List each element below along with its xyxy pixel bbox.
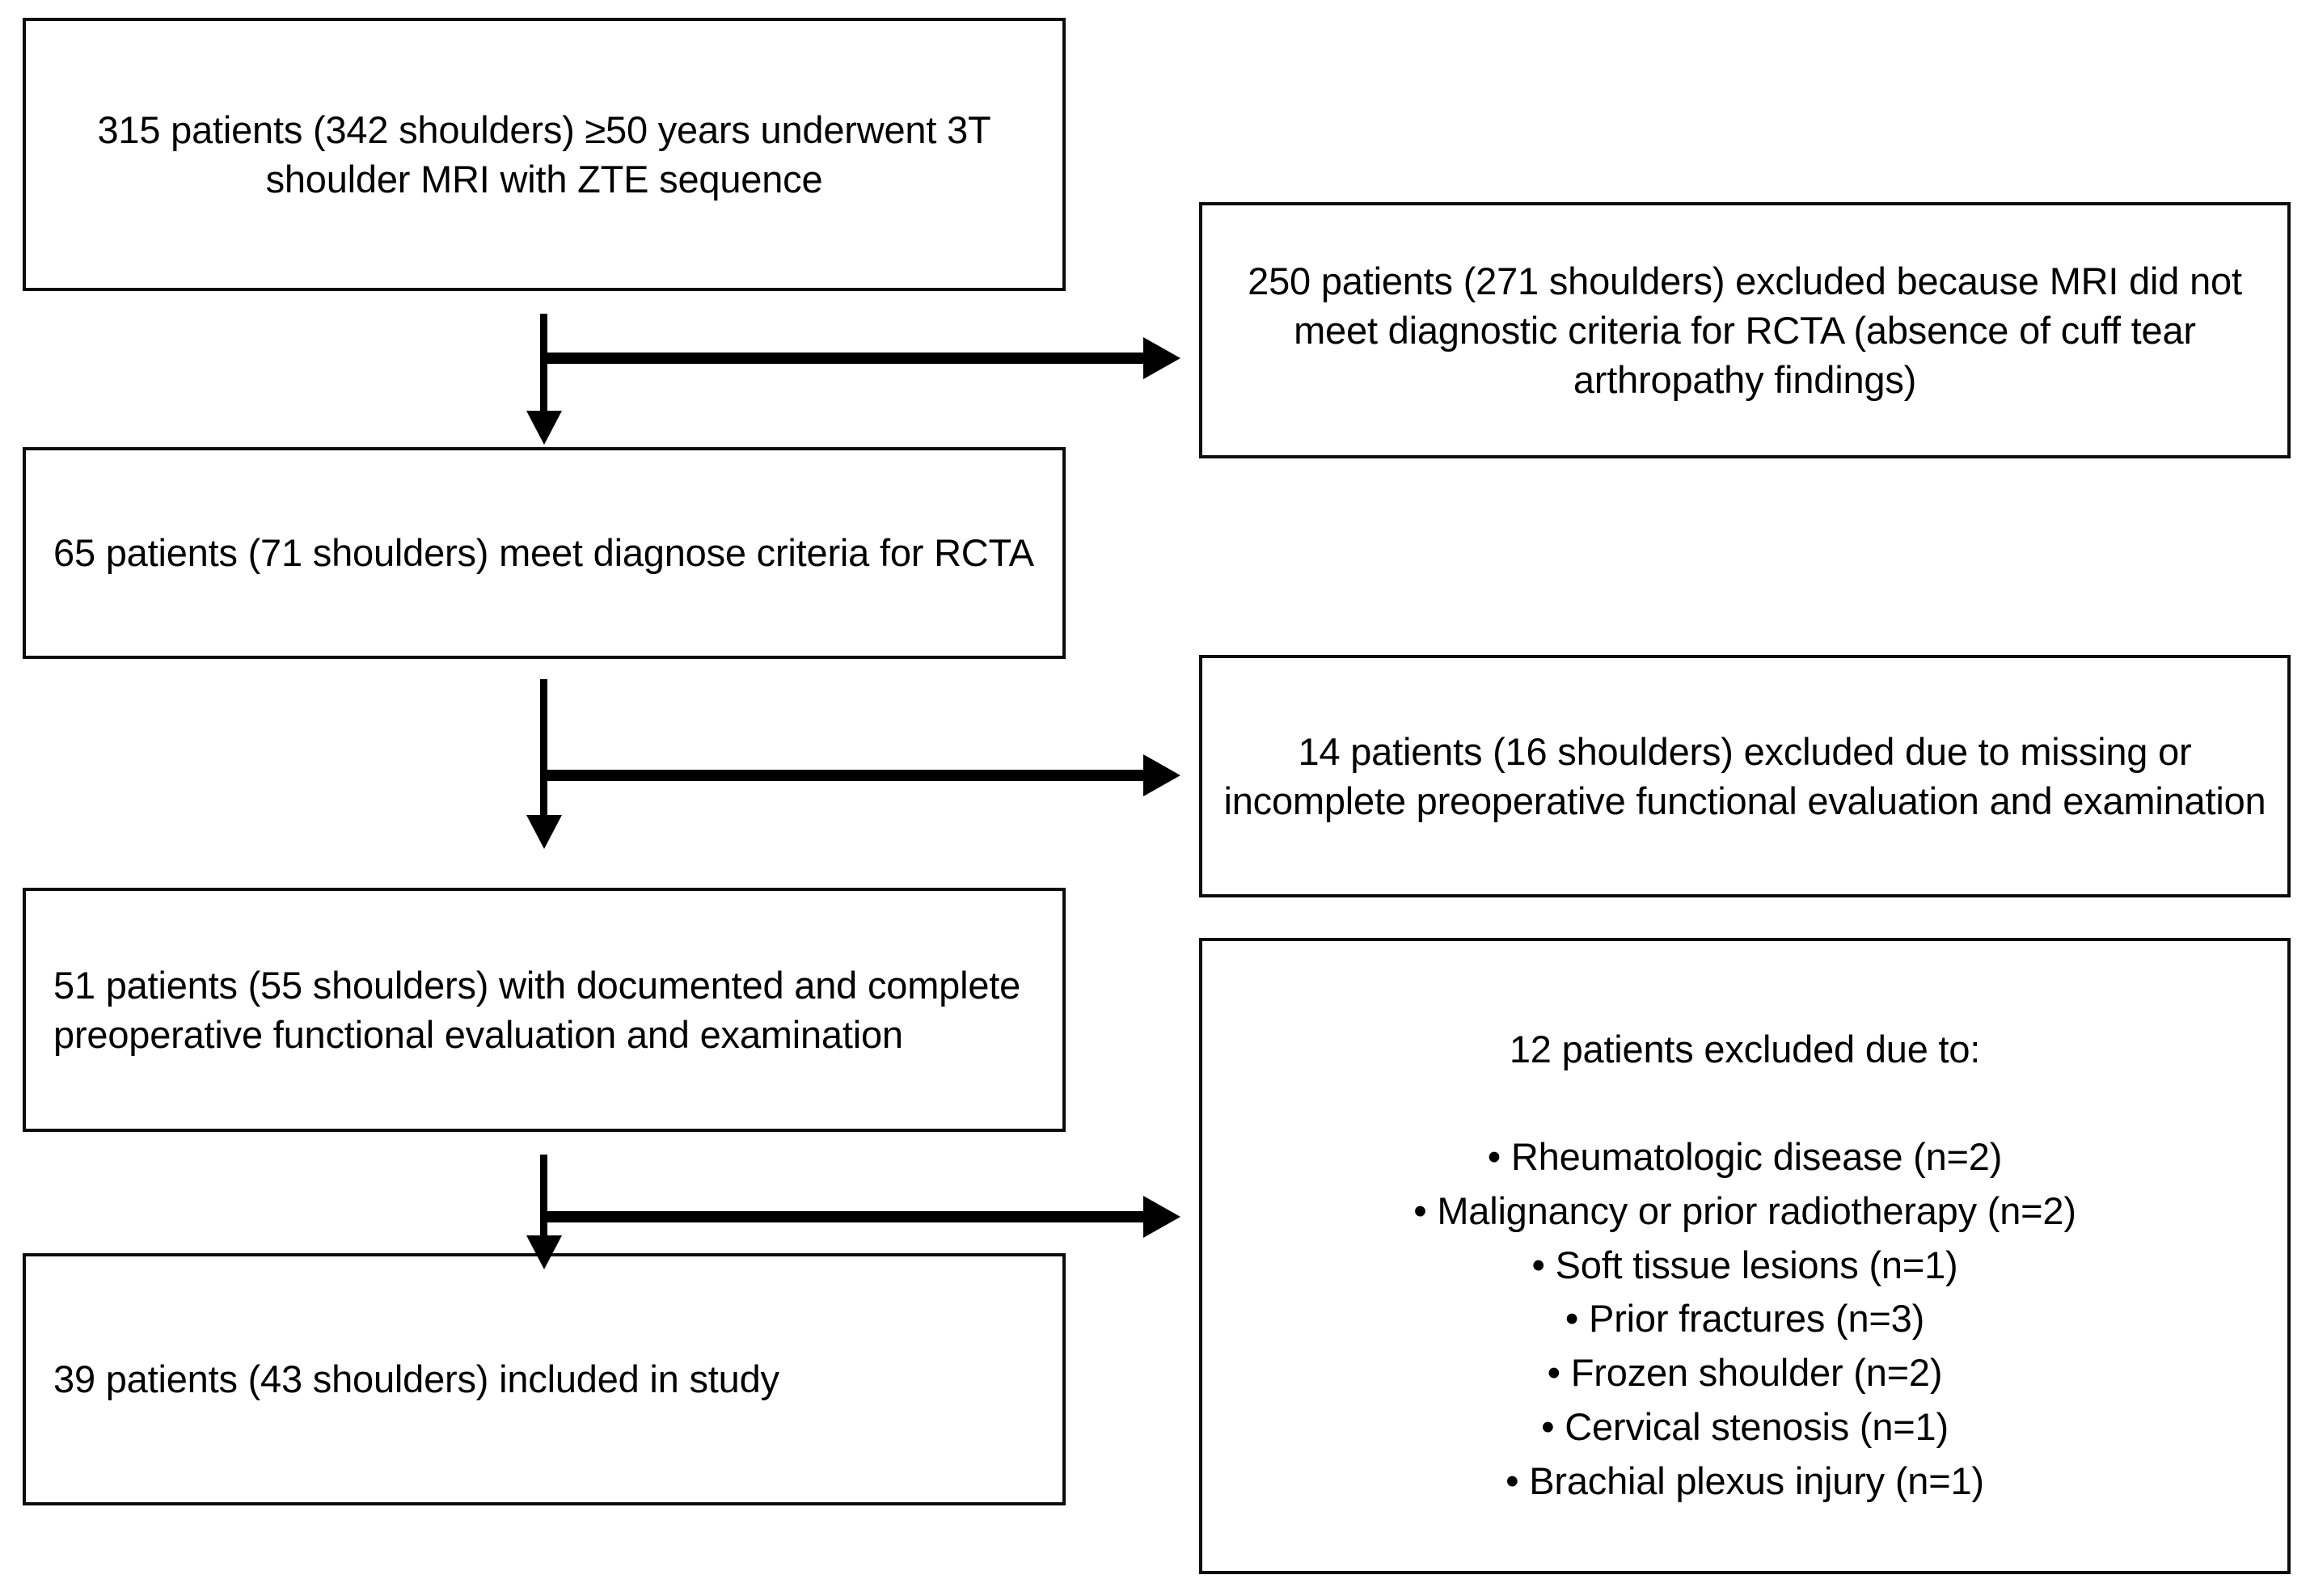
connector-vertical-line-3 (540, 1155, 547, 1260)
excluded-other-heading: 12 patients excluded due to: (1509, 1027, 1981, 1070)
bullet-icon: • (1413, 1189, 1438, 1232)
connector-horizontal-line-1 (540, 353, 1148, 364)
excluded-other-reason-list: • Rheumatologic disease (n=2)• Malignanc… (1223, 1130, 2266, 1508)
bullet-icon: • (1541, 1404, 1565, 1448)
excluded-reason-item: • Brachial plexus injury (n=1) (1223, 1455, 2266, 1509)
node-excluded-mri-criteria: 250 patients (271 shoulders) excluded be… (1199, 202, 2291, 458)
node-documented-functional: 51 patients (55 shoulders) with document… (23, 888, 1066, 1132)
excluded-reason-label: Rheumatologic disease (n=2) (1510, 1135, 2003, 1179)
excluded-reason-item: • Cervical stenosis (n=1) (1223, 1400, 2266, 1455)
excluded-reason-item: • Rheumatologic disease (n=2) (1223, 1130, 2266, 1184)
node-eligible-rcta: 65 patients (71 shoulders) meet diagnose… (23, 447, 1066, 659)
excluded-reason-label: Frozen shoulder (n=2) (1570, 1351, 1943, 1395)
excluded-reason-item: • Malignancy or prior radiotherapy (n=2) (1223, 1184, 2266, 1239)
excluded-reason-item: • Soft tissue lesions (n=1) (1223, 1239, 2266, 1293)
connector-horizontal-line-3 (540, 1211, 1148, 1222)
node-included-study: 39 patients (43 shoulders) included in s… (23, 1253, 1066, 1505)
connector-arrowhead-down-1 (526, 411, 562, 445)
node-excluded-mri-criteria-text: 250 patients (271 shoulders) excluded be… (1248, 259, 2242, 402)
excluded-reason-label: Soft tissue lesions (n=1) (1555, 1243, 1958, 1286)
connector-vertical-line-1 (540, 314, 547, 427)
excluded-reason-label: Prior fractures (n=3) (1589, 1297, 1925, 1341)
node-screened-population-text: 315 patients (342 shoulders) ≥50 years u… (97, 108, 991, 201)
connector-arrowhead-right-2 (1143, 754, 1180, 796)
connector-arrowhead-right-1 (1143, 337, 1180, 379)
bullet-icon: • (1547, 1351, 1571, 1395)
node-screened-population: 315 patients (342 shoulders) ≥50 years u… (23, 18, 1066, 291)
node-excluded-functional-data: 14 patients (16 shoulders) excluded due … (1199, 655, 2291, 897)
bullet-icon: • (1565, 1297, 1590, 1341)
excluded-reason-item: • Prior fractures (n=3) (1223, 1292, 2266, 1346)
connector-vertical-line-2 (540, 679, 547, 830)
connector-arrowhead-down-3 (526, 1235, 562, 1269)
excluded-reason-item: • Frozen shoulder (n=2) (1223, 1346, 2266, 1400)
node-included-study-text: 39 patients (43 shoulders) included in s… (53, 1357, 779, 1401)
bullet-icon: • (1531, 1243, 1556, 1286)
excluded-reason-label: Cervical stenosis (n=1) (1565, 1404, 1949, 1448)
node-excluded-other-reasons: 12 patients excluded due to: • Rheumatol… (1199, 938, 2291, 1574)
excluded-reason-label: Brachial plexus injury (n=1) (1529, 1459, 1984, 1502)
node-excluded-functional-data-text: 14 patients (16 shoulders) excluded due … (1223, 729, 2266, 822)
bullet-icon: • (1506, 1459, 1530, 1502)
connector-arrowhead-right-3 (1143, 1196, 1180, 1238)
node-eligible-rcta-text: 65 patients (71 shoulders) meet diagnose… (53, 531, 1034, 575)
bullet-icon: • (1487, 1135, 1511, 1179)
connector-arrowhead-down-2 (526, 815, 562, 849)
connector-horizontal-line-2 (540, 770, 1148, 781)
excluded-reason-label: Malignancy or prior radiotherapy (n=2) (1437, 1189, 2076, 1232)
node-documented-functional-text: 51 patients (55 shoulders) with document… (53, 963, 1021, 1056)
